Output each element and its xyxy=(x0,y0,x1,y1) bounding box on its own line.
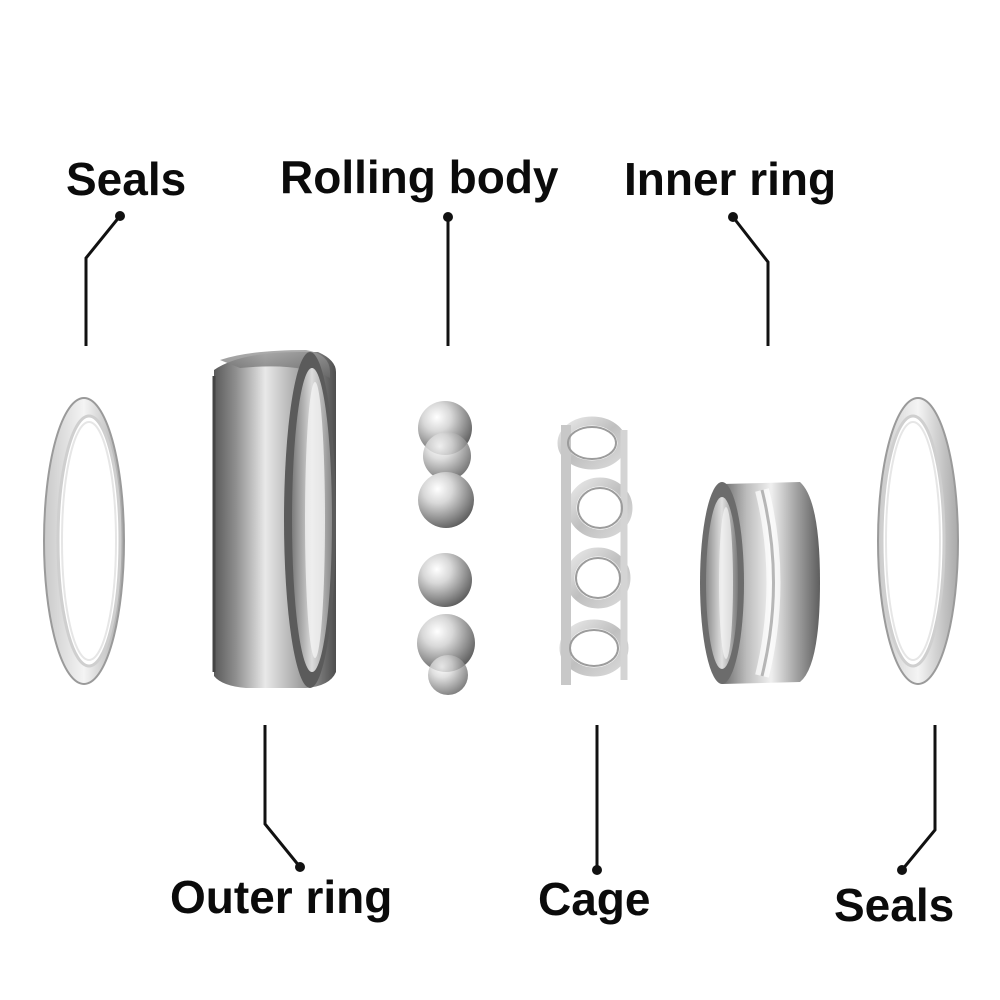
cage-shading xyxy=(567,426,623,667)
leader-seals-right xyxy=(900,725,937,871)
cage-part xyxy=(557,416,633,685)
inner-ring-part xyxy=(700,482,820,684)
outer-ring-part xyxy=(212,350,336,688)
label-seals-left: Seals xyxy=(66,153,187,205)
label-seals-right: Seals xyxy=(834,879,955,931)
label-rolling-body: Rolling body xyxy=(280,151,559,203)
leader-dot-inner-ring xyxy=(728,212,738,222)
leader-dot-rolling-body xyxy=(443,212,453,222)
leader-dot-seals-left xyxy=(115,211,125,221)
leader-seals-left xyxy=(84,215,122,346)
leader-dot-cage xyxy=(592,865,602,875)
leader-dot-outer-ring xyxy=(295,862,305,872)
right-seal-part xyxy=(877,397,959,685)
left-seal-part xyxy=(43,397,125,685)
leader-lines xyxy=(84,211,937,875)
label-outer-ring: Outer ring xyxy=(170,871,393,923)
label-cage: Cage xyxy=(538,873,651,925)
leader-inner-ring xyxy=(731,216,770,346)
leader-outer-ring xyxy=(263,725,302,868)
leader-dot-seals-right xyxy=(897,865,907,875)
label-inner-ring: Inner ring xyxy=(624,153,837,205)
rolling-body-part xyxy=(417,401,475,695)
